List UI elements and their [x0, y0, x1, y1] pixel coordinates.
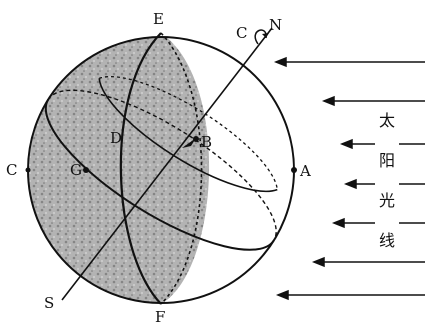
sunlight-label-char-3: 光 [379, 191, 395, 210]
night-hemisphere [0, 33, 209, 304]
label-D: D [110, 129, 122, 147]
sunlight-label-char-1: 太 [379, 111, 395, 130]
label-S: S [44, 294, 54, 312]
point-G [83, 167, 89, 173]
point-C-left [26, 168, 31, 173]
point-A [291, 167, 297, 173]
label-C-left: C [6, 161, 17, 179]
sunlight-label-char-2: 阳 [379, 151, 395, 170]
label-G: G [70, 161, 82, 179]
label-E: E [153, 10, 164, 28]
label-F: F [155, 308, 165, 326]
sunlight-rays [276, 58, 425, 299]
label-B: B [201, 133, 212, 151]
label-N: N [269, 16, 282, 34]
label-A: A [299, 162, 311, 180]
label-C-top: C [236, 24, 247, 42]
point-B [193, 136, 199, 142]
sunlight-label-char-4: 线 [379, 231, 395, 250]
